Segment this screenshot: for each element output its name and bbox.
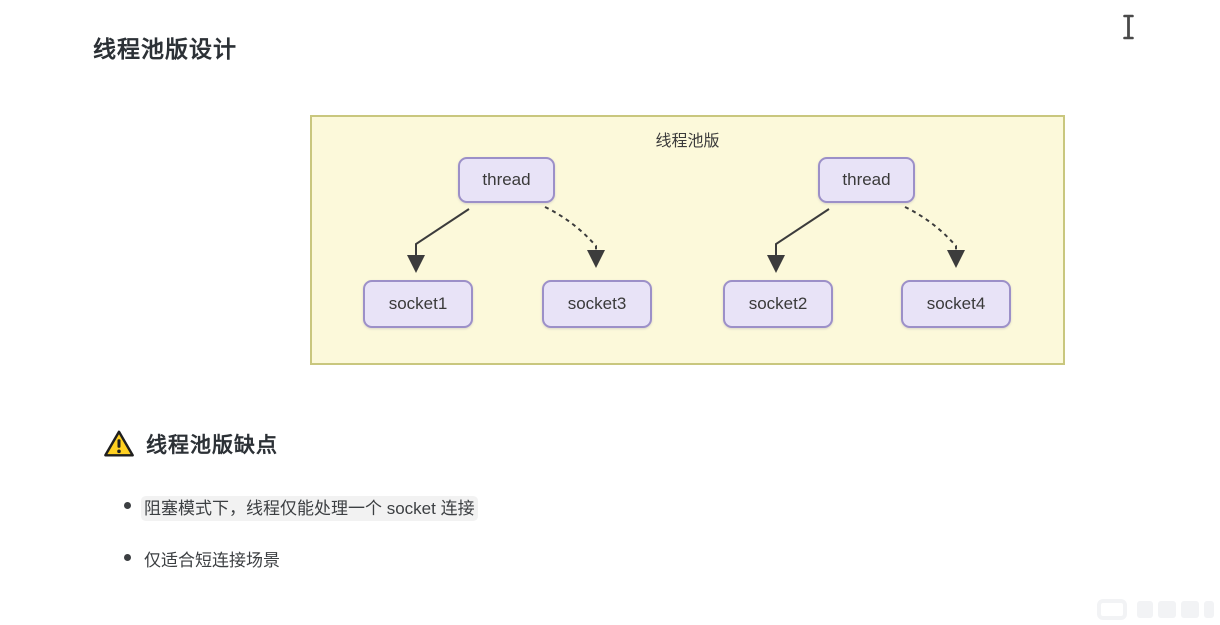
bullet-text-blocking-mode: 阻塞模式下，线程仅能处理一个 socket 连接 (144, 499, 475, 518)
node-socket2: socket2 (723, 280, 833, 328)
list-item: 阻塞模式下，线程仅能处理一个 socket 连接 (124, 494, 475, 523)
node-socket3: socket3 (542, 280, 652, 328)
edge-thread1-to-socket1 (407, 208, 470, 273)
page-title: 线程池版设计 (93, 36, 237, 62)
watermark-logo (1097, 599, 1214, 620)
node-socket4: socket4 (901, 280, 1011, 328)
warning-title: 线程池版缺点 (146, 434, 278, 457)
edge-thread2-to-socket4 (904, 206, 965, 268)
edge-thread1-to-socket3 (544, 206, 605, 268)
edge-thread2-to-socket2 (767, 208, 830, 273)
bullet-text-short-connection: 仅适合短连接场景 (144, 551, 280, 570)
warning-triangle-icon (104, 430, 134, 457)
diagram-title: 线程池版 (655, 133, 720, 150)
node-socket1: socket1 (363, 280, 473, 328)
diagram-edges (407, 206, 965, 273)
thread-pool-diagram: 线程池版 thread thread socket1 socket3 socke… (310, 115, 1065, 365)
watermark-text-blocks (1137, 601, 1214, 618)
text-cursor-icon (1123, 14, 1134, 40)
warning-bullet-list: 阻塞模式下，线程仅能处理一个 socket 连接 仅适合短连接场景 (124, 494, 475, 598)
list-item: 仅适合短连接场景 (124, 546, 475, 575)
node-thread-2: thread (818, 157, 915, 203)
warning-heading: 线程池版缺点 (103, 429, 278, 459)
watermark-tv-icon (1097, 599, 1127, 620)
node-thread-1: thread (458, 157, 555, 203)
